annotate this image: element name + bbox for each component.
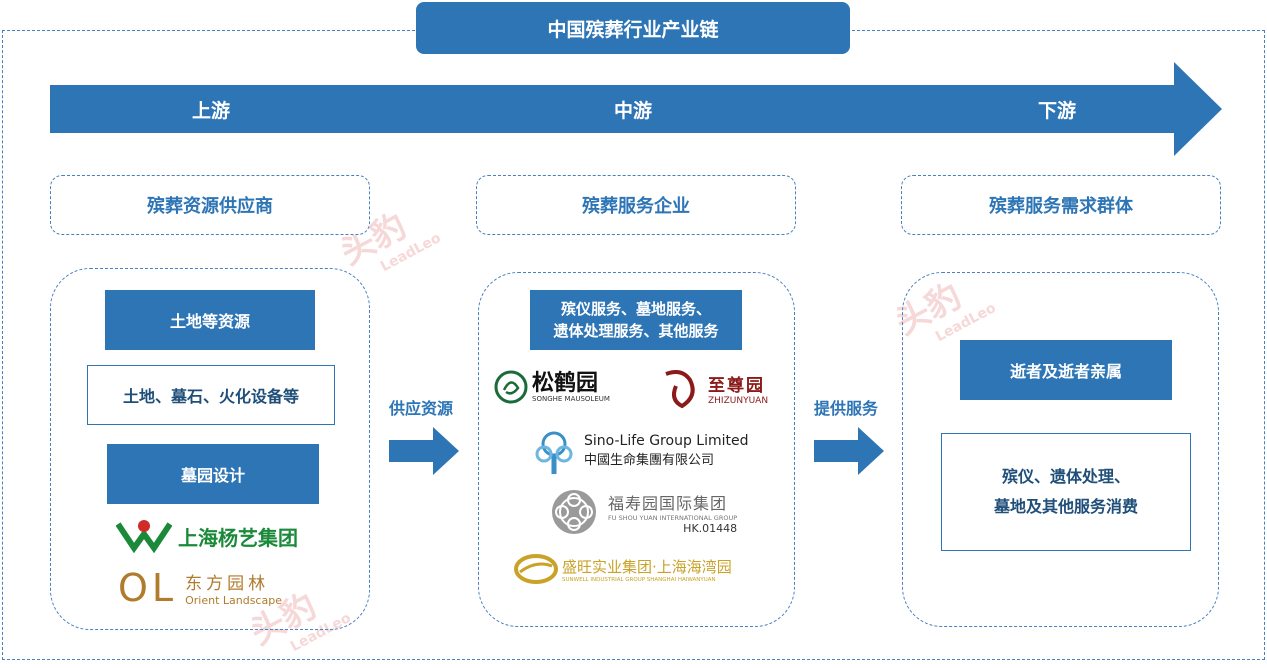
yangyi-mark-icon bbox=[116, 520, 172, 554]
orient-logo: OL 东方园林 Orient Landscape bbox=[118, 566, 282, 610]
sinolife-logo: Sino-Life Group Limited 中國生命集團有限公司 bbox=[532, 424, 749, 476]
zhizun-name-en: ZHIZUNYUAN bbox=[708, 395, 769, 406]
stage-downstream: 下游 bbox=[1037, 100, 1076, 122]
category-downstream: 殡葬服务需求群体 bbox=[901, 175, 1221, 235]
songhe-emblem-icon bbox=[494, 370, 528, 404]
sinolife-tree-icon bbox=[535, 431, 573, 474]
upstream-resources-detail: 土地、墓石、火化设备等 bbox=[87, 365, 335, 425]
orient-name-en: Orient Landscape bbox=[185, 594, 282, 607]
sinolife-name-en: Sino-Life Group Limited bbox=[584, 432, 749, 449]
shengwang-logo: 盛旺实业集团·上海海湾园 SUNWELL INDUSTRIAL GROUP SH… bbox=[514, 552, 732, 586]
songhe-logo: 松鹤园 SONGHE MAUSOLEUM bbox=[494, 370, 610, 404]
upstream-panel bbox=[50, 268, 370, 630]
flow-label-service: 提供服务 bbox=[814, 399, 879, 418]
downstream-panel bbox=[902, 272, 1219, 627]
value-chain-arrow bbox=[50, 62, 1222, 156]
upstream-design-label: 墓园设计 bbox=[107, 444, 319, 504]
orient-mark: OL bbox=[118, 566, 178, 610]
midstream-services: 殡仪服务、墓地服务、 遗体处理服务、其他服务 bbox=[530, 290, 742, 350]
fushou-logo: 福寿园国际集团 FU SHOU YUAN INTERNATIONAL GROUP… bbox=[548, 486, 737, 538]
stage-upstream: 上游 bbox=[191, 100, 230, 122]
yangyi-logo: 上海杨艺集团 bbox=[116, 518, 298, 554]
flow-arrow-service bbox=[814, 427, 884, 475]
flow-label-supply: 供应资源 bbox=[389, 399, 454, 418]
downstream-group-label: 逝者及逝者亲属 bbox=[960, 340, 1172, 400]
shengwang-emblem-icon bbox=[514, 554, 558, 584]
shengwang-name-en: SUNWELL INDUSTRIAL GROUP SHANGHAI HAIWAN… bbox=[562, 576, 716, 583]
yangyi-name: 上海杨艺集团 bbox=[178, 525, 298, 550]
category-upstream: 殡葬资源供应商 bbox=[50, 175, 370, 235]
sinolife-name-cn: 中國生命集團有限公司 bbox=[584, 452, 715, 468]
fushou-knot-icon bbox=[552, 490, 596, 534]
fushou-name: 福寿园国际集团 bbox=[608, 493, 728, 513]
songhe-name: 松鹤园 bbox=[532, 370, 599, 396]
upstream-resources-label: 土地等资源 bbox=[105, 290, 315, 350]
fushou-name-en: FU SHOU YUAN INTERNATIONAL GROUP bbox=[608, 513, 738, 522]
shengwang-name: 盛旺实业集团·上海海湾园 bbox=[562, 557, 732, 576]
zhizun-logo: 至尊园 ZHIZUNYUAN bbox=[660, 366, 768, 410]
songhe-name-en: SONGHE MAUSOLEUM bbox=[532, 395, 610, 403]
diagram-title: 中国殡葬行业产业链 bbox=[416, 2, 850, 54]
zhizun-name: 至尊园 bbox=[708, 375, 765, 396]
fushou-code: HK.01448 bbox=[683, 521, 738, 535]
zhizun-emblem-icon bbox=[665, 370, 695, 409]
downstream-consumption: 殡仪、遗体处理、 墓地及其他服务消费 bbox=[941, 433, 1191, 551]
category-midstream: 殡葬服务企业 bbox=[476, 175, 796, 235]
midstream-panel bbox=[478, 272, 795, 627]
stage-midstream: 中游 bbox=[613, 100, 652, 122]
orient-name-cn: 东方园林 bbox=[185, 574, 270, 594]
flow-arrow-supply bbox=[389, 427, 459, 475]
